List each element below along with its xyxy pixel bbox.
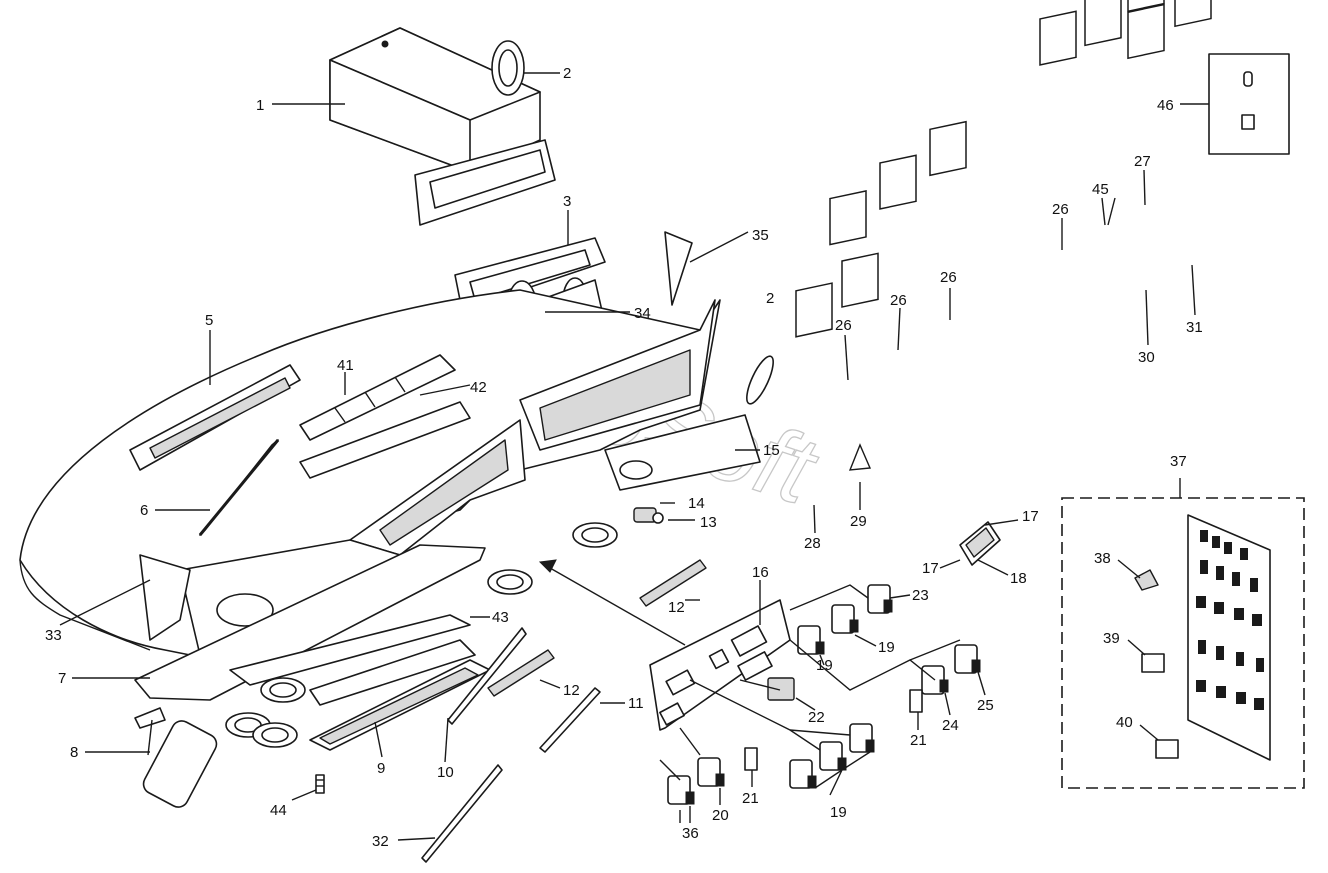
part-10-vent-strip [447, 627, 527, 725]
callout-16: 16 [752, 564, 769, 581]
callout-46: 46 [1157, 97, 1174, 114]
callout-28: 28 [804, 535, 821, 552]
wiring-leaders [659, 584, 961, 781]
assembly-arrow [538, 559, 686, 646]
callout-26: 26 [1052, 201, 1069, 218]
callout-14: 14 [688, 495, 705, 512]
callout-36: 36 [682, 825, 699, 842]
callout-1: 1 [256, 97, 264, 114]
callout-2: 2 [563, 65, 571, 82]
part-2-ring-top [491, 40, 525, 96]
callout-17: 17 [1022, 508, 1039, 525]
callout-9: 9 [377, 760, 385, 777]
callout-34: 34 [634, 305, 651, 322]
symbol-decals [795, 0, 1212, 471]
callout-10: 10 [437, 764, 454, 781]
callout-23: 23 [912, 587, 929, 604]
callout-18: 18 [1010, 570, 1027, 587]
callout-20: 20 [712, 807, 729, 824]
callout-42: 42 [470, 379, 487, 396]
callout-21: 21 [910, 732, 927, 749]
callout-29: 29 [850, 513, 867, 530]
callout-2: 2 [766, 290, 774, 307]
part-13-14-connector [633, 507, 664, 524]
callout-24: 24 [942, 717, 959, 734]
callout-22: 22 [808, 709, 825, 726]
callout-3: 3 [563, 193, 571, 210]
callout-26: 26 [835, 317, 852, 334]
callout-21: 21 [742, 790, 759, 807]
part-8-mirror [134, 707, 218, 808]
callout-6: 6 [140, 502, 148, 519]
callout-25: 25 [977, 697, 994, 714]
callout-19: 19 [816, 657, 833, 674]
callout-31: 31 [1186, 319, 1203, 336]
callout-12: 12 [668, 599, 685, 616]
part-1-duct-housing [329, 27, 556, 226]
callout-40: 40 [1116, 714, 1133, 731]
callout-37: 37 [1170, 453, 1187, 470]
part-37-relay-board-group [1061, 497, 1305, 789]
part-7-lower-shelf [134, 544, 486, 701]
part-33-bracket [139, 554, 191, 641]
part-32-vent-strip [421, 764, 503, 863]
callout-41: 41 [337, 357, 354, 374]
callout-8: 8 [70, 744, 78, 761]
callout-labels: 1 2 2 3 5 6 7 8 9 10 11 12 12 13 14 15 1… [45, 65, 1203, 850]
rocker-switches [667, 584, 981, 805]
callout-leaders [59, 72, 1209, 841]
part-12-connector-a [639, 559, 707, 607]
part-44-screw [315, 774, 325, 794]
callout-43: 43 [492, 609, 509, 626]
part-42-cover-panel [299, 401, 471, 479]
callout-35: 35 [752, 227, 769, 244]
part-46-box [1208, 53, 1290, 155]
part-11-strip [539, 687, 601, 753]
callout-12: 12 [563, 682, 580, 699]
dashboard-body [19, 289, 721, 656]
callout-30: 30 [1138, 349, 1155, 366]
part-35-triangle-trim [664, 231, 693, 306]
part-5-vent [129, 364, 301, 471]
part-16-switch-panel [649, 599, 791, 731]
callout-44: 44 [270, 802, 287, 819]
callout-32: 32 [372, 833, 389, 850]
callout-13: 13 [700, 514, 717, 531]
callout-27: 27 [1134, 153, 1151, 170]
callout-5: 5 [205, 312, 213, 329]
callout-19: 19 [878, 639, 895, 656]
callout-33: 33 [45, 627, 62, 644]
callout-7: 7 [58, 670, 66, 687]
round-vents [225, 522, 618, 748]
callout-17: 17 [922, 560, 939, 577]
part-17-18-bezel [959, 521, 1001, 566]
part-2-ring-mid [746, 355, 774, 405]
callout-39: 39 [1103, 630, 1120, 647]
callout-45: 45 [1092, 181, 1109, 198]
callout-15: 15 [763, 442, 780, 459]
callout-38: 38 [1094, 550, 1111, 567]
part-15-plate [604, 414, 761, 491]
callout-19: 19 [830, 804, 847, 821]
part-43-tray [229, 614, 476, 706]
part-41-vent-grille [299, 354, 456, 441]
callout-11: 11 [628, 695, 644, 712]
callout-26: 26 [940, 269, 957, 286]
part-12-connector-b [487, 649, 555, 697]
callout-26: 26 [890, 292, 907, 309]
